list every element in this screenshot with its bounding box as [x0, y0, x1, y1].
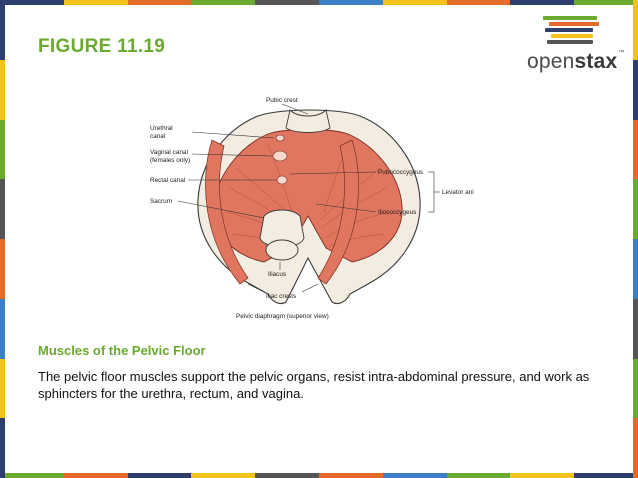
label-urethral-canal-line1: Urethral — [150, 125, 173, 132]
sacrum-bone — [259, 209, 305, 248]
logo-stripe — [543, 16, 597, 20]
pelvic-diaphragm-illustration: Pubic crest Urethral canal Vaginal canal… — [150, 97, 474, 320]
label-levator-ani: Levator ani — [442, 189, 474, 196]
label-vaginal-canal-line1: Vaginal canal — [150, 149, 188, 156]
vertebra — [265, 239, 299, 261]
iliacus-muscle-left — [205, 139, 249, 285]
pelvic-diaphragm-figure: Pubic crest Urethral canal Vaginal canal… — [140, 88, 480, 326]
label-pubococcygeus: Pubococcygeus — [378, 169, 423, 176]
label-sacrum: Sacrum — [150, 198, 172, 205]
caption-body: The pelvic floor muscles support the pel… — [38, 369, 590, 401]
rectal-opening — [276, 175, 288, 185]
label-iliococcygeus: Iliococcygeus — [378, 209, 416, 216]
label-vaginal-canal-line2: (females only) — [150, 157, 190, 164]
vaginal-opening — [272, 150, 288, 162]
logo-stripe — [547, 40, 593, 44]
right-border — [633, 0, 638, 478]
logo-stripe — [549, 22, 599, 26]
pubic-symphysis — [285, 109, 331, 133]
left-border — [0, 0, 5, 478]
slide-title: FIGURE 11.19 — [38, 36, 166, 57]
label-iliacus: Iliacus — [268, 271, 286, 278]
label-view-caption: Pelvic diaphragm (superior view) — [236, 313, 329, 320]
logo-stripe — [551, 34, 593, 38]
bottom-border — [0, 473, 638, 478]
caption-title: Muscles of the Pelvic Floor — [38, 343, 206, 358]
iliacus-muscle-right — [317, 139, 359, 285]
label-iliac-crests: Iliac crests — [266, 293, 296, 300]
label-rectal-canal: Rectal canal — [150, 177, 185, 184]
top-border — [0, 0, 638, 5]
leader-lines — [177, 103, 440, 293]
openstax-logo: openstax™ — [527, 16, 624, 80]
logo-wordmark: openstax™ — [527, 50, 625, 73]
urethral-opening — [275, 134, 285, 142]
logo-stripe — [545, 28, 593, 32]
label-urethral-canal-line2: canal — [150, 133, 165, 140]
label-pubic-crest: Pubic crest — [266, 97, 298, 104]
